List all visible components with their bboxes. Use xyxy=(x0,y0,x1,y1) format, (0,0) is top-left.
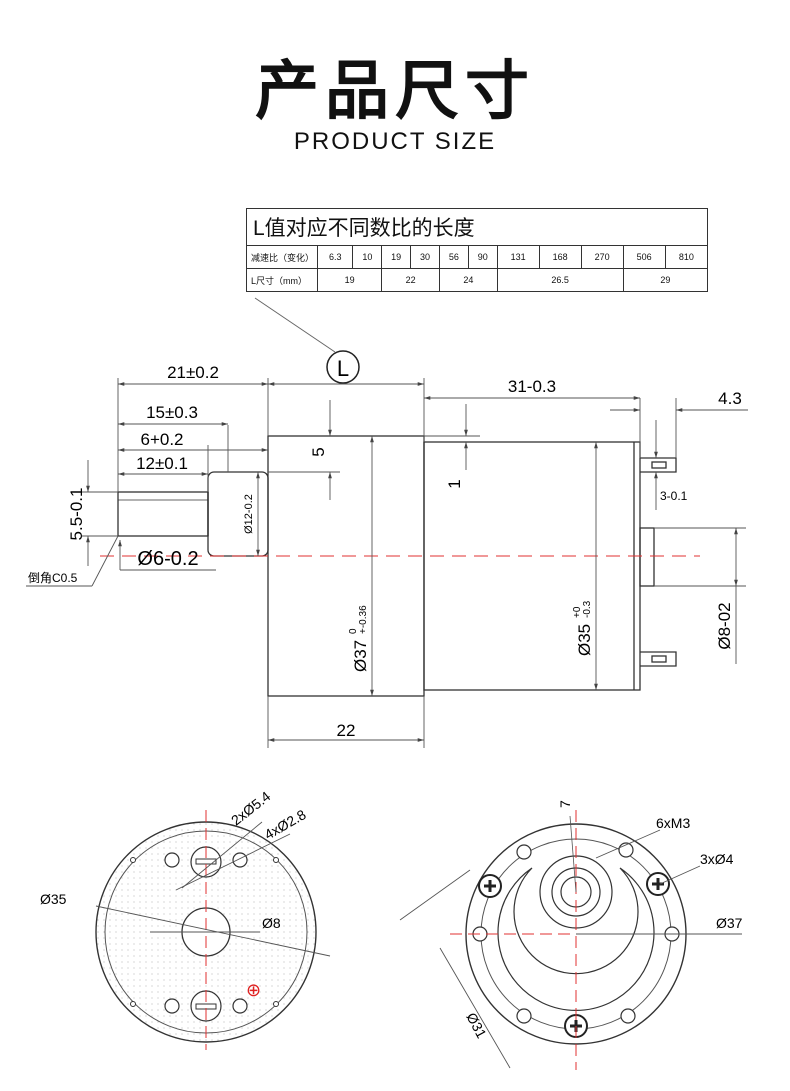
plus-mark: ⊕ xyxy=(246,980,261,1000)
front-holes: 3xØ4 xyxy=(700,851,734,867)
gearbox-body xyxy=(267,435,425,697)
dim-d37-tol-lower: +-0.36 xyxy=(358,605,369,634)
dim-d37-tol-upper: 0 xyxy=(348,628,359,634)
dim-31: 31-0.3 xyxy=(508,377,556,396)
chamfer-label: 倒角C0.5 xyxy=(28,571,78,585)
front-pcd-dim: Ø31 xyxy=(463,1010,490,1041)
terminal-top xyxy=(640,457,677,473)
table-cell: 131 xyxy=(496,245,540,269)
page-subtitle: PRODUCT SIZE xyxy=(293,128,497,155)
table-row-ratio: 减速比（变化） 6.3 10 19 30 56 90 131 168 270 5… xyxy=(246,245,709,269)
dim-22: 22 xyxy=(337,721,356,740)
table-cell: 270 xyxy=(580,245,624,269)
table-cell: 24 xyxy=(438,268,498,292)
dim-d35-tol-lower: -0.3 xyxy=(582,600,593,618)
motor-end-boss xyxy=(639,527,655,587)
dim-12: 12±0.1 xyxy=(136,454,188,473)
dim-d37-group: Ø37 0 +-0.36 xyxy=(348,605,370,672)
dim-d35-tol-upper: +0 xyxy=(572,606,583,618)
front-view xyxy=(399,810,742,1070)
dim-5: 5 xyxy=(309,447,328,456)
l-leader-line xyxy=(254,297,336,353)
rear-holes-2: 2xØ5.4 xyxy=(228,788,274,829)
dim-1: 1 xyxy=(445,479,464,488)
dim-d12: Ø12-0.2 xyxy=(243,494,255,534)
dim-5-5: 5.5-0.1 xyxy=(67,488,86,541)
dim-3: 3-0.1 xyxy=(660,489,688,503)
length-label: L尺寸（mm） xyxy=(246,268,318,292)
output-shaft xyxy=(117,491,209,537)
table-cell: 19 xyxy=(316,268,383,292)
motor-body xyxy=(423,441,641,691)
rear-center-dim: Ø8 xyxy=(262,915,281,931)
front-dim-7: 7 xyxy=(557,800,573,808)
dim-4-3: 4.3 xyxy=(718,389,742,408)
boss xyxy=(207,471,269,557)
table-cell: 30 xyxy=(410,245,440,269)
page-title: 产品尺寸 xyxy=(255,55,535,129)
table-cell: 168 xyxy=(538,245,582,269)
dimension-lines xyxy=(26,378,748,748)
dim-15: 15±0.3 xyxy=(146,403,198,422)
dim-d37: Ø37 xyxy=(351,640,370,672)
table-row-length: L尺寸（mm） 19 22 24 26.5 29 xyxy=(246,268,709,292)
l-value-table: L值对应不同数比的长度 减速比（变化） 6.3 10 19 30 56 90 1… xyxy=(246,208,709,292)
dim-6: 6+0.2 xyxy=(140,430,183,449)
dim-d35-group: Ø35 +0 -0.3 xyxy=(572,600,594,656)
rear-holes-4: 4xØ2.8 xyxy=(262,806,309,843)
dim-d8: Ø8-02 xyxy=(715,602,734,649)
front-threads: 6xM3 xyxy=(656,815,690,831)
dim-21: 21±0.2 xyxy=(167,363,219,382)
table-cell: 22 xyxy=(381,268,440,292)
table-cell: 26.5 xyxy=(496,268,624,292)
side-view xyxy=(117,435,677,697)
front-crescent xyxy=(497,867,655,1012)
table-cell: 29 xyxy=(622,268,709,292)
l-marker: L xyxy=(337,356,349,381)
dim-d35: Ø35 xyxy=(575,624,594,656)
terminal-bottom xyxy=(640,651,677,667)
front-outer-dim: Ø37 xyxy=(716,915,743,931)
dim-d6: Ø6-0.2 xyxy=(137,548,198,570)
table-cell: 56 xyxy=(438,245,469,269)
rear-view xyxy=(95,810,331,1050)
table-title: L值对应不同数比的长度 xyxy=(246,208,708,246)
rear-outer-dim: Ø35 xyxy=(40,891,67,907)
